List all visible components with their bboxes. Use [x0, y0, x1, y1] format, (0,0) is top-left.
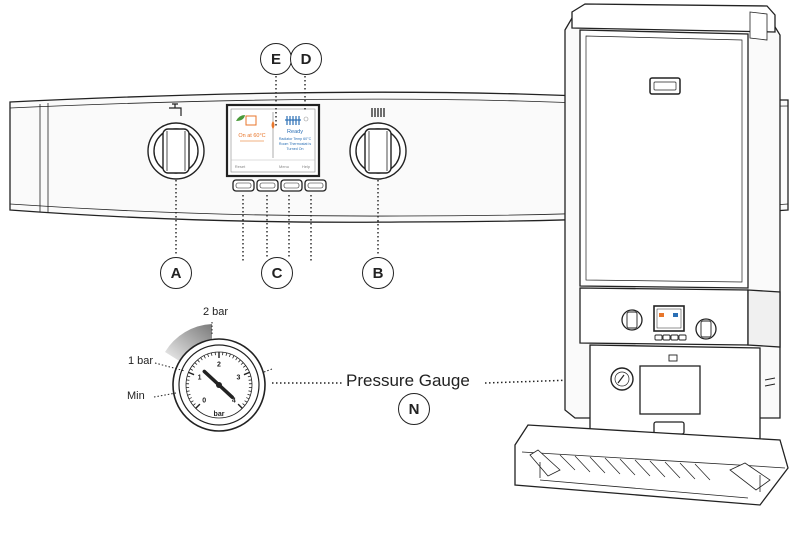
gauge-number: 0 — [202, 397, 206, 404]
right-status-text: Ready — [287, 129, 303, 135]
callout-e: E — [260, 43, 292, 75]
right-line-3: Turned On — [286, 147, 303, 151]
gauge-unit: bar — [214, 411, 225, 418]
callout-a: A — [160, 257, 192, 289]
radiator-screen-icon — [285, 116, 301, 125]
callout-c: C — [261, 257, 293, 289]
display-screen: On at 60°C Ready Radiator Temp 60°C Room… — [227, 105, 319, 176]
gauge-label-min: Min — [127, 390, 145, 402]
gauge-label-1bar: 1 bar — [128, 355, 153, 367]
soft-key-label-1: Reset — [235, 164, 246, 169]
right-line-1: Radiator Temp 60°C — [279, 137, 312, 141]
central-heating-knob[interactable] — [350, 123, 406, 179]
soft-key-label-2: Menu — [279, 164, 289, 169]
hot-water-knob[interactable] — [148, 123, 204, 179]
gauge-number: 3 — [236, 374, 240, 381]
callout-b: B — [362, 257, 394, 289]
callout-n: N — [398, 393, 430, 425]
callout-d: D — [290, 43, 322, 75]
boiler-unit — [515, 4, 788, 505]
pressure-gauge-title: Pressure Gauge — [346, 371, 470, 391]
soft-key-label-3: Help — [302, 164, 311, 169]
gauge-number: 1 — [198, 374, 202, 381]
gauge-label-2bar: 2 bar — [203, 306, 228, 318]
gauge-number: 2 — [217, 362, 221, 369]
left-status-text: On at 60°C — [238, 133, 265, 139]
right-line-2: Room Thermostat is — [279, 142, 311, 146]
